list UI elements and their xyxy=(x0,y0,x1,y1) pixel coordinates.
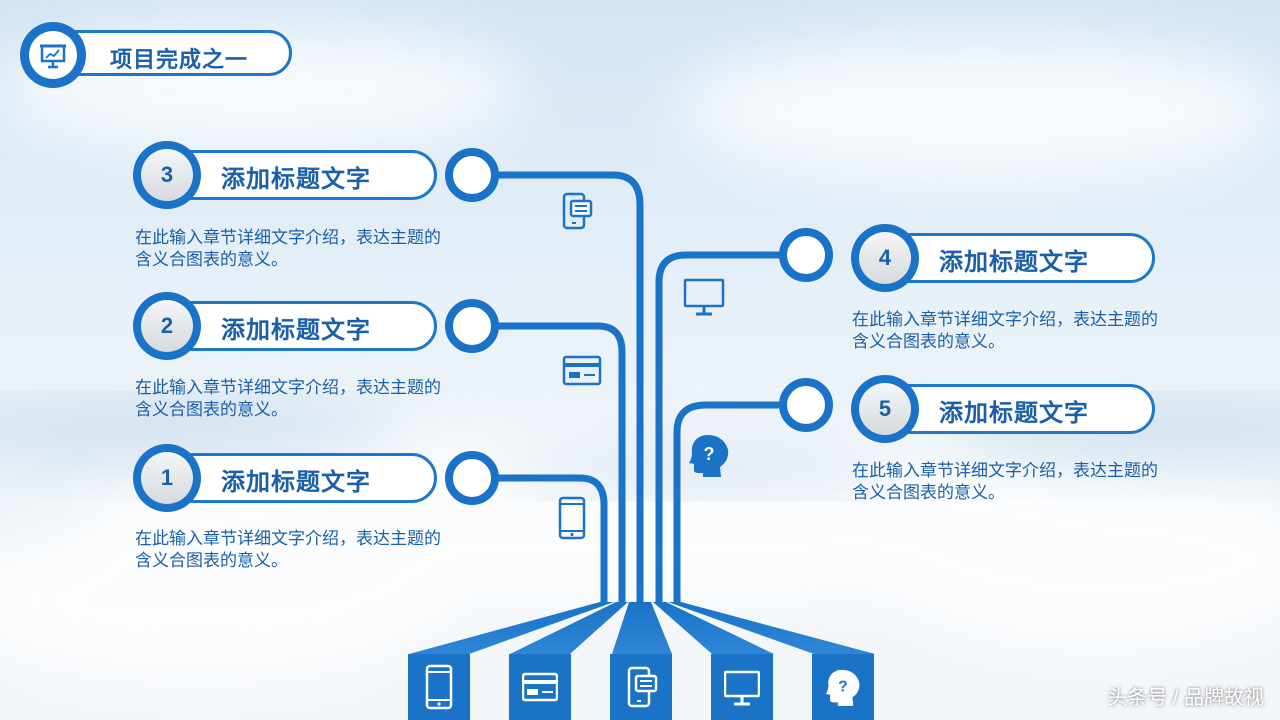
presentation-board-icon xyxy=(40,44,66,69)
connector-node-1 xyxy=(445,451,499,505)
page-title: 项目完成之一 xyxy=(110,47,249,72)
item-2-label: 2 添加标题文字 xyxy=(133,292,443,362)
bottom-box-chat-phone xyxy=(610,654,672,720)
connector-4 xyxy=(655,251,781,602)
item-4-label: 4 添加标题文字 xyxy=(851,224,1161,294)
smartphone-icon xyxy=(425,664,453,710)
bottom-box-question-head: ? xyxy=(812,654,874,720)
connector-node-5 xyxy=(779,378,833,432)
item-5-number: 5 xyxy=(859,383,911,435)
bottom-box-credit-card xyxy=(509,654,571,720)
monitor-icon xyxy=(683,278,725,316)
monitor-icon xyxy=(724,670,760,706)
item-3-number: 3 xyxy=(141,149,193,201)
item-4-number: 4 xyxy=(859,232,911,284)
item-5-description: 在此输入章节详细文字介绍，表达主题的含义合图表的意义。 xyxy=(852,461,1158,502)
svg-text:?: ? xyxy=(838,678,847,695)
connector-5 xyxy=(673,401,781,602)
header-pill xyxy=(50,30,292,76)
credit-card-icon xyxy=(562,355,602,386)
connector-1 xyxy=(496,474,608,602)
smartphone-icon xyxy=(558,496,586,540)
connector-node-2 xyxy=(445,299,499,353)
item-1-description: 在此输入章节详细文字介绍，表达主题的含义合图表的意义。 xyxy=(135,529,441,570)
svg-text:?: ? xyxy=(704,444,715,464)
item-3-label: 3 添加标题文字 xyxy=(133,141,443,211)
item-2-title: 添加标题文字 xyxy=(221,317,371,344)
credit-card-icon xyxy=(522,672,558,702)
connector-node-4 xyxy=(779,228,833,282)
watermark: 头条号 / 品牌故视 xyxy=(1107,687,1264,709)
item-4-description: 在此输入章节详细文字介绍，表达主题的含义合图表的意义。 xyxy=(852,310,1158,351)
bottom-box-smartphone xyxy=(408,654,470,720)
item-1-label: 1 添加标题文字 xyxy=(133,444,443,514)
chat-phone-icon xyxy=(562,192,593,230)
item-1-title: 添加标题文字 xyxy=(221,469,371,496)
section-header: 项目完成之一 xyxy=(20,22,295,88)
header-badge xyxy=(20,22,86,88)
fan-connectors xyxy=(409,602,875,654)
question-head-icon: ? xyxy=(825,669,860,706)
item-5-label: 5 添加标题文字 xyxy=(851,375,1161,445)
connector-2 xyxy=(496,322,626,602)
item-2-description: 在此输入章节详细文字介绍，表达主题的含义合图表的意义。 xyxy=(135,378,441,419)
item-5-title: 添加标题文字 xyxy=(939,400,1089,427)
item-3-title: 添加标题文字 xyxy=(221,166,371,193)
chat-phone-icon xyxy=(627,666,658,708)
question-head-icon: ? xyxy=(689,435,729,477)
connector-node-3 xyxy=(445,148,499,202)
item-1-number: 1 xyxy=(141,452,193,504)
item-4-title: 添加标题文字 xyxy=(939,249,1089,276)
bottom-box-monitor xyxy=(711,654,773,720)
connector-3 xyxy=(496,171,644,602)
item-2-number: 2 xyxy=(141,300,193,352)
item-3-description: 在此输入章节详细文字介绍，表达主题的含义合图表的意义。 xyxy=(135,228,441,269)
